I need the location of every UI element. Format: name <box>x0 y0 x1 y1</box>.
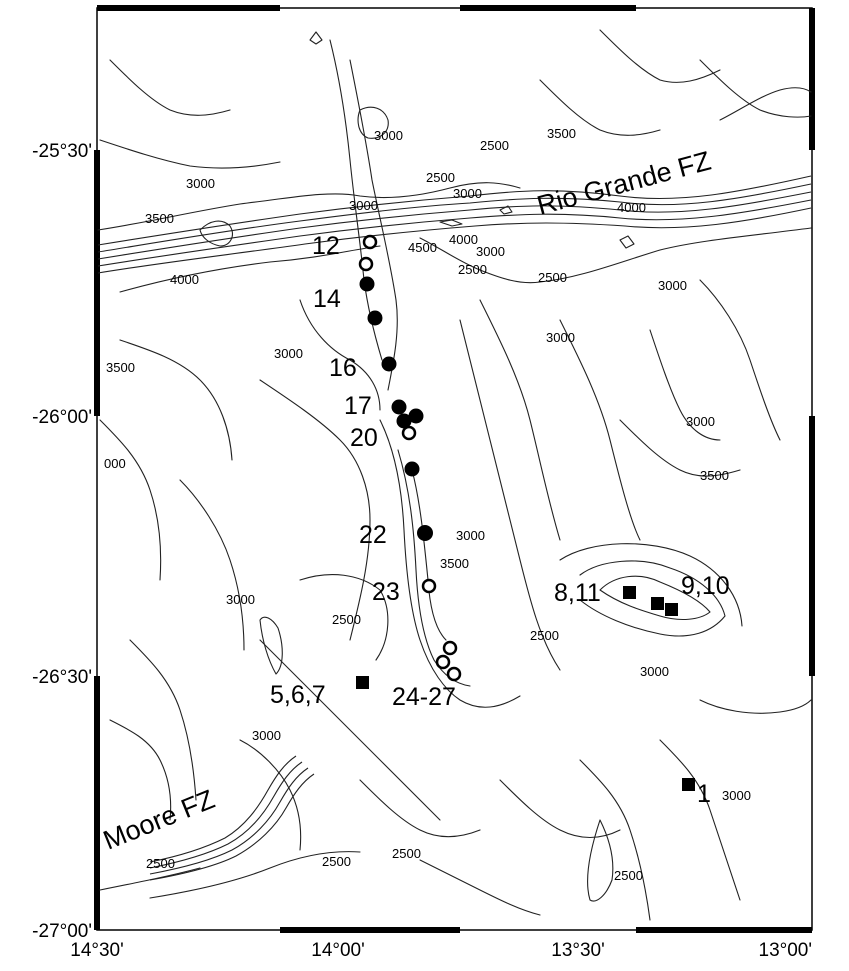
open-site-marker <box>401 425 417 441</box>
lon-tick-label: 14°00' <box>311 940 365 961</box>
contour-lines <box>97 29 812 921</box>
contour-label: 2500 <box>614 868 643 883</box>
frame-ticks <box>94 5 815 933</box>
filled-site-marker <box>404 461 420 477</box>
contour-label: 3000 <box>226 592 255 607</box>
contour-label: 2500 <box>426 170 455 185</box>
contour-label: 3000 <box>349 198 378 213</box>
open-site-marker <box>362 234 378 250</box>
contour-label: 2500 <box>392 846 421 861</box>
filled-site-marker <box>417 525 433 541</box>
filled-site-marker <box>391 399 407 415</box>
contour-label: 3500 <box>440 556 469 571</box>
lat-tick-label: -27°00' <box>32 921 92 942</box>
contour-label: 3500 <box>106 360 135 375</box>
contour-label: 4000 <box>170 272 199 287</box>
contour-label: 3500 <box>547 126 576 141</box>
lon-tick-label: 13°30' <box>551 940 605 961</box>
sites-filled <box>359 276 433 541</box>
contour-label: 3000 <box>722 788 751 803</box>
site-labels: 12 14 16 17 20 22 23 24-27 8,11 9,10 5,6… <box>270 232 730 808</box>
site-label-1: 1 <box>697 780 711 808</box>
site-label-23: 23 <box>372 578 400 606</box>
latitude-axis: -25°30' -26°00' -26°30' -27°00' <box>32 141 92 942</box>
contour-label: 3000 <box>186 176 215 191</box>
square-site-marker <box>623 586 636 599</box>
filled-site-marker <box>359 276 375 292</box>
contour-label: 3500 <box>700 468 729 483</box>
contour-label: 2500 <box>538 270 567 285</box>
site-label-17: 17 <box>344 392 372 420</box>
filled-site-marker <box>367 310 383 326</box>
contour-label: 2500 <box>322 854 351 869</box>
site-label-12: 12 <box>312 232 340 260</box>
site-label-16: 16 <box>329 354 357 382</box>
site-label-9-10: 9,10 <box>681 572 730 600</box>
contour-label: 3500 <box>145 211 174 226</box>
contour-label: 3000 <box>686 414 715 429</box>
lon-tick-label: 13°00' <box>759 940 813 961</box>
filled-site-marker <box>381 356 397 372</box>
contour-label: 4000 <box>617 200 646 215</box>
contour-label: 4000 <box>449 232 478 247</box>
site-label-24-27: 24-27 <box>392 683 456 711</box>
contour-label: 3000 <box>252 728 281 743</box>
open-site-marker <box>421 578 437 594</box>
filled-site-marker <box>396 413 412 429</box>
open-site-marker <box>442 640 458 656</box>
contour-labels: 2500 3000 3500 3000 2500 3000 3500 3000 … <box>104 126 751 883</box>
contour-label: 2500 <box>146 856 175 871</box>
contour-label: 3000 <box>274 346 303 361</box>
contour-label: 2500 <box>480 138 509 153</box>
square-site-marker <box>665 603 678 616</box>
square-site-marker <box>651 597 664 610</box>
filled-site-marker <box>408 408 424 424</box>
contour-label: 4500 <box>408 240 437 255</box>
open-site-marker <box>435 654 451 670</box>
contour-label: 2500 <box>458 262 487 277</box>
site-label-14: 14 <box>313 285 341 313</box>
open-site-marker <box>446 666 462 682</box>
lat-tick-label: -26°30' <box>32 667 92 688</box>
lat-tick-label: -25°30' <box>32 141 92 162</box>
lon-tick-label: 14°30' <box>70 940 124 961</box>
contour-label: 3000 <box>546 330 575 345</box>
contour-label: 3000 <box>456 528 485 543</box>
site-label-22: 22 <box>359 521 387 549</box>
contour-label: 3000 <box>658 278 687 293</box>
square-site-marker <box>356 676 369 689</box>
sites-square <box>356 586 695 791</box>
contour-label: 000 <box>104 456 126 471</box>
site-label-5-6-7: 5,6,7 <box>270 681 326 709</box>
contour-label: 2500 <box>332 612 361 627</box>
square-site-marker <box>682 778 695 791</box>
site-label-20: 20 <box>350 424 378 452</box>
contour-label: 3000 <box>476 244 505 259</box>
contour-label: 3000 <box>453 186 482 201</box>
site-label-8-11: 8,11 <box>554 579 601 607</box>
contour-label: 3000 <box>374 128 403 143</box>
contour-label: 3000 <box>640 664 669 679</box>
lat-tick-label: -26°00' <box>32 407 92 428</box>
sites-open <box>358 234 462 682</box>
open-site-marker <box>358 256 374 272</box>
longitude-axis: 14°30' 14°00' 13°30' 13°00' <box>70 940 812 961</box>
contour-label: 2500 <box>530 628 559 643</box>
